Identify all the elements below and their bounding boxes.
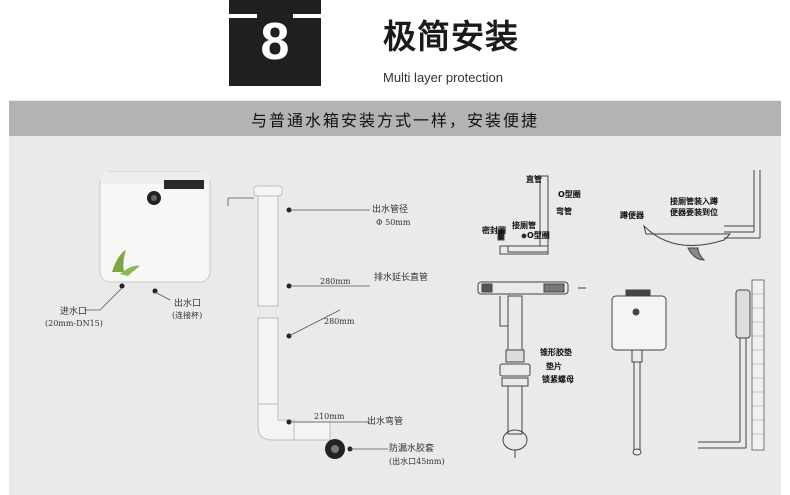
elbow-label: 出水弯管 xyxy=(367,417,404,427)
extension-label: 排水延长直管 xyxy=(374,273,429,283)
brick-wall-diagram xyxy=(751,279,765,451)
washer-label: 垫片 xyxy=(546,362,562,371)
seal-label: 防漏水胶套 xyxy=(389,444,435,454)
section-number-badge: 8 xyxy=(229,0,321,86)
badge-bar-right xyxy=(293,14,321,18)
inlet-label: 进水口 xyxy=(60,307,88,317)
wall-urinal-diagram xyxy=(698,289,751,449)
squat-toilet-diagram xyxy=(643,170,761,261)
section-subtitle: Multi layer protection xyxy=(383,70,503,85)
outlet-spec: (连接杯) xyxy=(172,311,203,320)
fitting-diagram xyxy=(477,175,586,458)
flush-pipe-label: 接厕管 xyxy=(512,221,536,230)
pipe-diameter-label: 出水管径 xyxy=(372,205,409,215)
header-band xyxy=(9,0,781,100)
cone-gasket-label: 锥形胶垫 xyxy=(540,348,572,357)
feature-banner: 与普通水箱安装方式一样，安装便捷 xyxy=(9,101,781,136)
section-title: 极简安装 xyxy=(383,17,519,56)
seal-spec: (出水口45mm) xyxy=(389,457,445,466)
pipe-diameter-value: Φ 50mm xyxy=(376,218,411,227)
o-ring-label-1: O型圈 xyxy=(558,190,581,199)
install-note-line-2: 便器要装到位 xyxy=(670,208,718,217)
inlet-spec: (20mm-DN15) xyxy=(45,319,103,328)
outlet-label: 出水口 xyxy=(174,299,202,309)
squat-toilet-label: 蹲便器 xyxy=(620,211,644,220)
water-tank-illustration xyxy=(99,171,211,294)
badge-bar-left xyxy=(229,14,257,18)
install-note-line-1: 接厕管装入蹲 xyxy=(670,197,718,206)
banner-text: 与普通水箱安装方式一样，安装便捷 xyxy=(250,111,539,130)
gasket-label: 密封圈 xyxy=(482,226,506,235)
straight-pipe-label: 直管 xyxy=(526,175,542,184)
section-number: 8 xyxy=(260,13,290,71)
wall-tank-diagram xyxy=(611,289,667,456)
extension-length-1: 280mm xyxy=(320,277,351,286)
elbow-pipe-label: 弯管 xyxy=(556,207,572,216)
extension-length-2: 280mm xyxy=(324,317,355,326)
o-ring-label-2: O型圈 xyxy=(527,231,550,240)
elbow-length: 210mm xyxy=(314,412,345,421)
lock-nut-label: 锁紧螺母 xyxy=(542,375,574,384)
drain-pipe-illustration xyxy=(253,185,331,441)
